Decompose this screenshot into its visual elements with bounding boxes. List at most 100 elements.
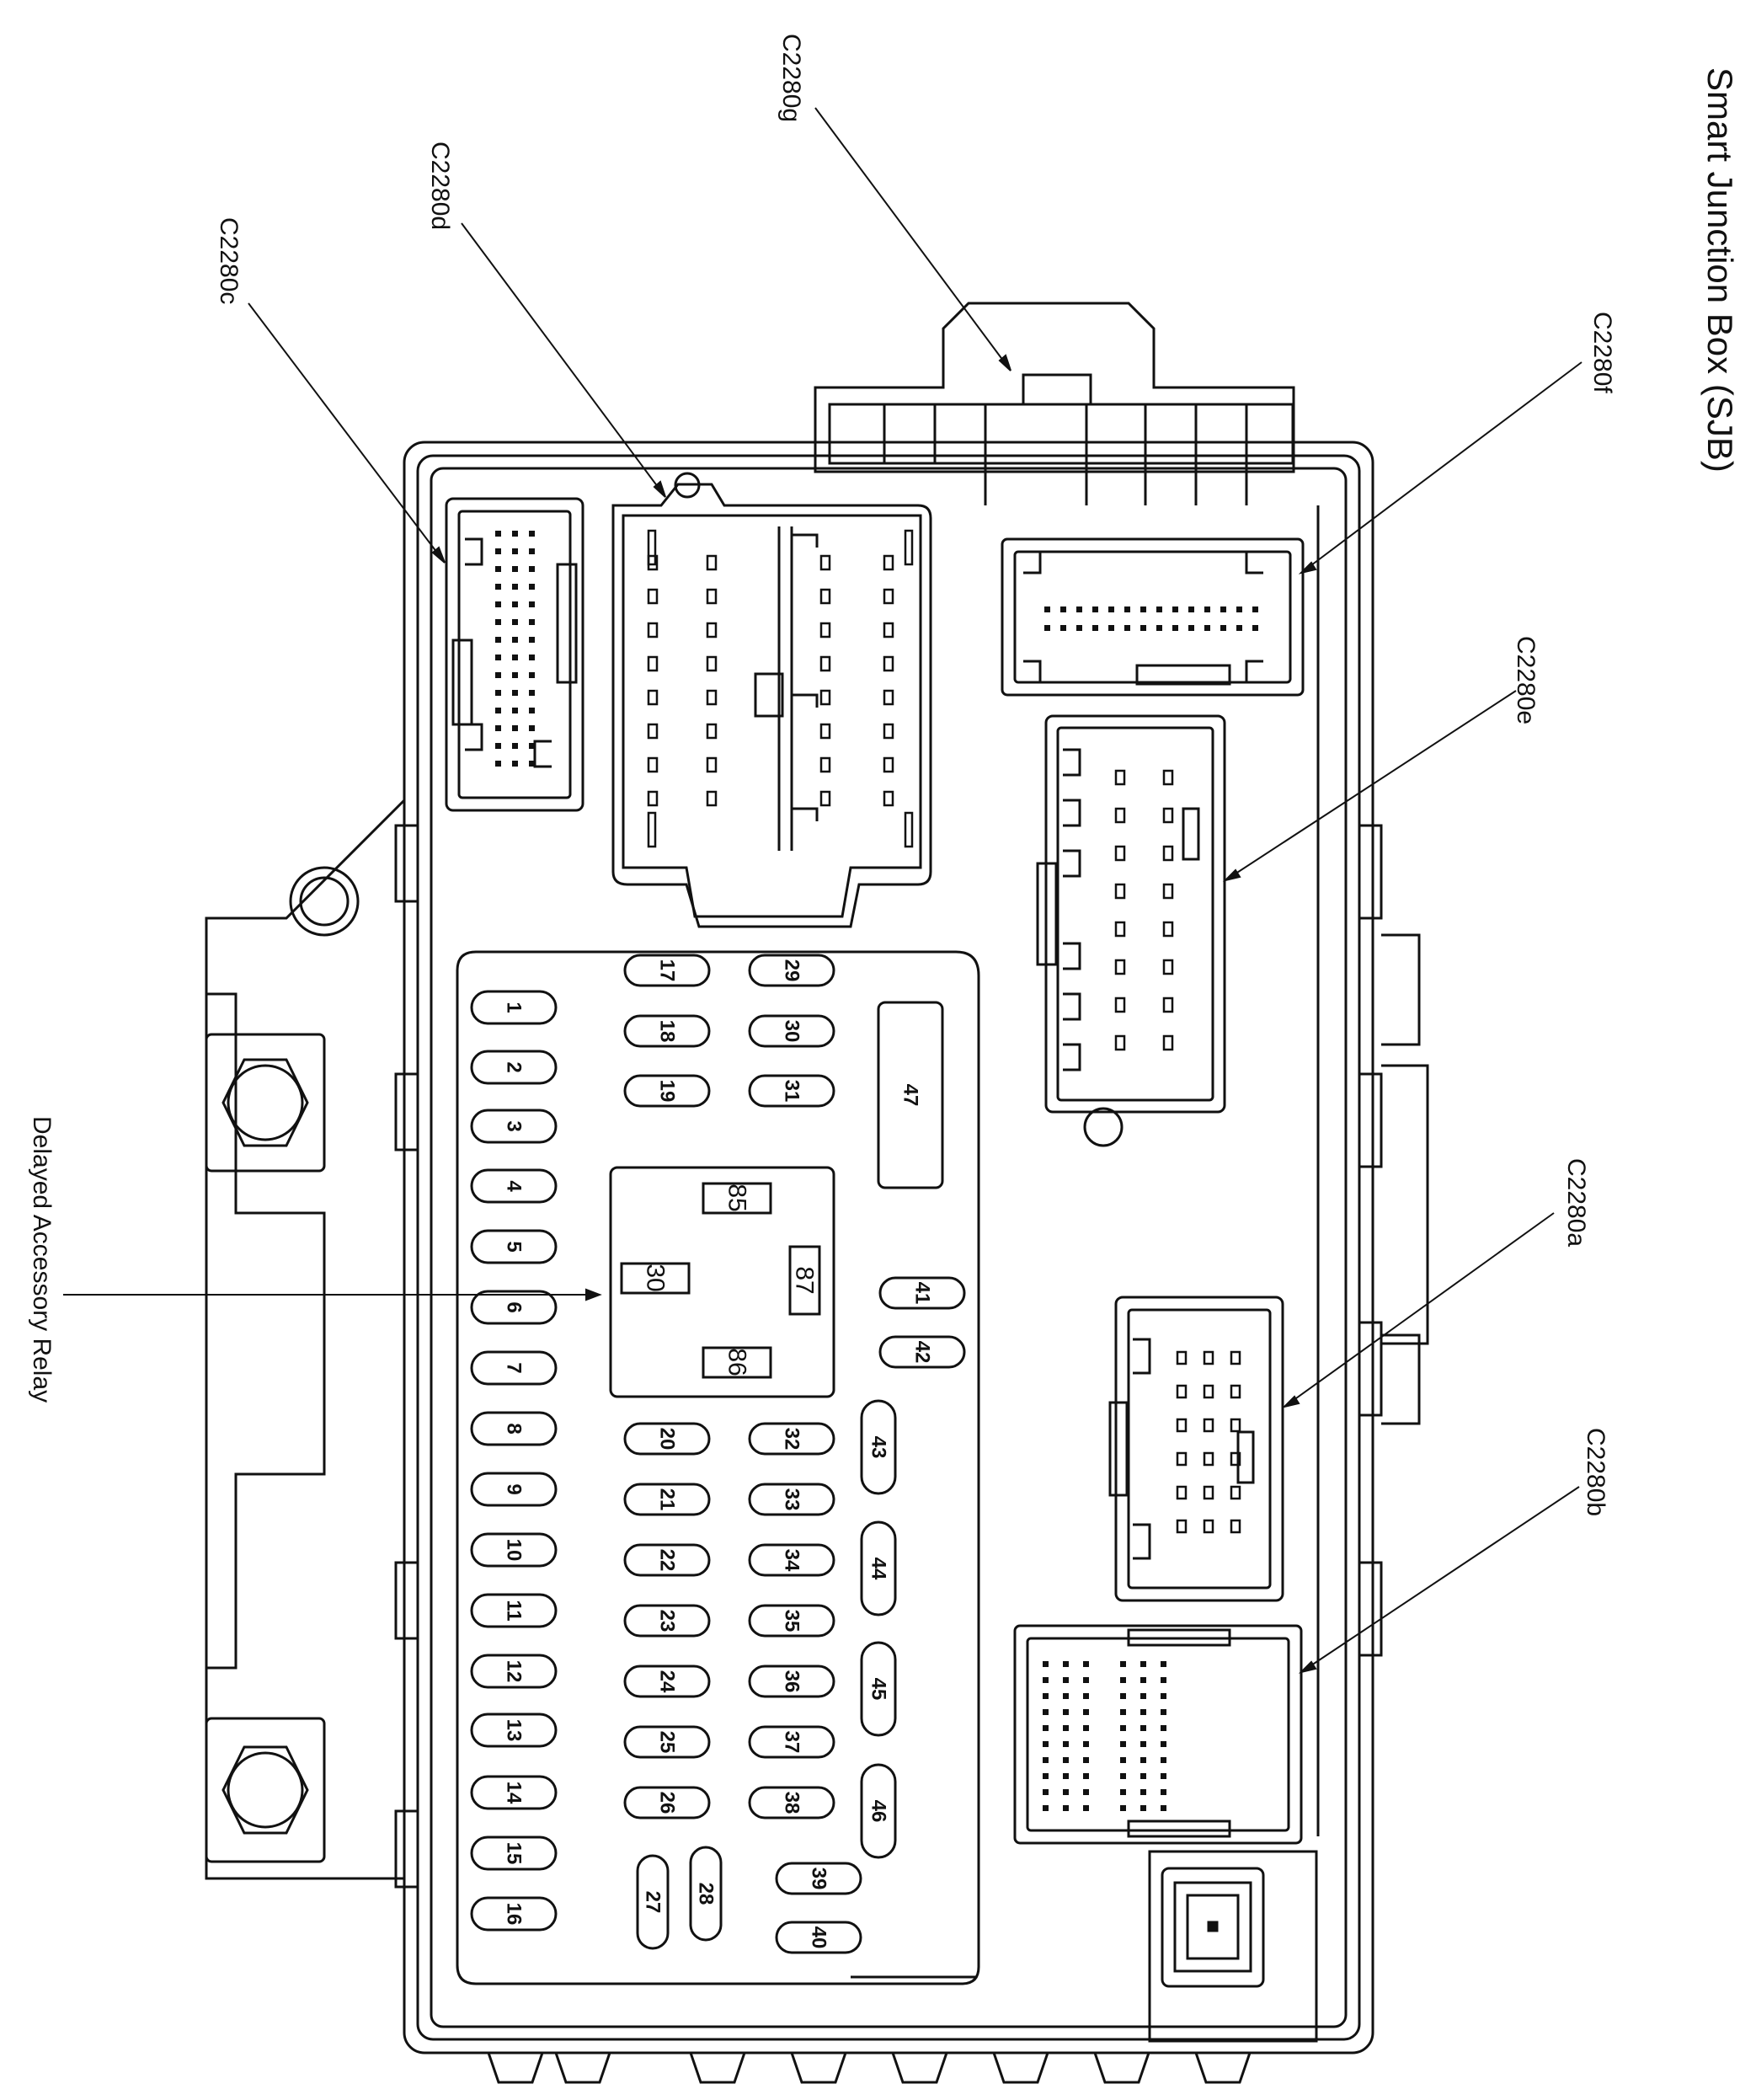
pin	[1063, 1661, 1069, 1667]
fuse-16: 16	[470, 1896, 558, 1932]
fuse-outline	[775, 1921, 862, 1954]
label-c2280e: C2280e	[1512, 636, 1540, 724]
fuse-41: 41	[878, 1276, 966, 1310]
pin	[1120, 1757, 1126, 1763]
fuse-label: 9	[503, 1483, 526, 1494]
pin	[512, 531, 518, 537]
fuse-label: 45	[867, 1678, 890, 1701]
pin	[1060, 606, 1066, 612]
fuse-33: 33	[748, 1483, 835, 1516]
pin	[1162, 921, 1174, 938]
pin	[512, 566, 518, 572]
fuse-label: 42	[911, 1341, 934, 1364]
pin	[1044, 625, 1050, 631]
pin	[495, 690, 501, 696]
connector-c2280b-pins	[1043, 1661, 1166, 1811]
pin	[1140, 1789, 1146, 1795]
pin	[1120, 1805, 1126, 1811]
fuse-35: 35	[748, 1604, 835, 1638]
pin	[1203, 1519, 1214, 1534]
fuse-label: 30	[781, 1020, 803, 1043]
pin	[1156, 625, 1162, 631]
fuse-outline	[878, 1276, 966, 1310]
fuse-15: 15	[470, 1835, 558, 1871]
pin	[883, 723, 894, 740]
pin	[819, 588, 831, 605]
pin	[1230, 1451, 1241, 1467]
connector-c2280a-pins	[1176, 1350, 1241, 1534]
pin	[495, 672, 501, 678]
pin	[1043, 1661, 1049, 1667]
fuse-outline	[877, 1001, 944, 1189]
label-delayed-accessory-relay: Delayed Accessory Relay	[28, 1116, 56, 1403]
fuse-label: 31	[781, 1080, 803, 1103]
fuse-11: 11	[470, 1593, 558, 1628]
pin	[529, 601, 535, 607]
fuse-outline	[470, 1472, 558, 1507]
pin	[1176, 1519, 1188, 1534]
fuse-20: 20	[623, 1422, 711, 1456]
fuse-32: 32	[748, 1422, 835, 1456]
pin	[529, 548, 535, 554]
pin	[647, 588, 659, 605]
pin	[1140, 625, 1146, 631]
pin	[1083, 1709, 1089, 1715]
fuse-label: 24	[656, 1670, 679, 1693]
pin	[883, 756, 894, 773]
fuse-label: 16	[503, 1903, 526, 1926]
fuse-label: 35	[781, 1610, 803, 1632]
fuse-outline	[689, 1846, 723, 1942]
fuse-27: 27	[636, 1854, 670, 1950]
fuse-outline	[878, 1335, 966, 1369]
pin	[904, 811, 914, 848]
fuse-outline	[623, 1483, 711, 1516]
pin	[883, 554, 894, 571]
pin	[529, 584, 535, 590]
pin	[647, 790, 659, 807]
pin	[495, 548, 501, 554]
fuse-outline	[470, 1290, 558, 1325]
pin	[512, 601, 518, 607]
pin	[1063, 1757, 1069, 1763]
pin	[883, 790, 894, 807]
pin	[1236, 606, 1242, 612]
pin	[1120, 1661, 1126, 1667]
pin	[1236, 625, 1242, 631]
connector-c2280d-pins	[647, 529, 914, 848]
connector-c2280c-pins	[495, 531, 535, 767]
pin	[1140, 1773, 1146, 1779]
pin	[1083, 1741, 1089, 1747]
fuse-label: 38	[781, 1792, 803, 1814]
pin	[1188, 606, 1194, 612]
pin	[1043, 1693, 1049, 1699]
pin	[512, 655, 518, 660]
pin	[1188, 625, 1194, 631]
fuse-outline	[470, 1350, 558, 1386]
pin	[1230, 1384, 1241, 1399]
fuse-30: 30	[748, 1014, 835, 1048]
bolt-bottom	[205, 1717, 326, 1863]
fuse-43: 43	[860, 1399, 897, 1495]
pin	[1120, 1677, 1126, 1683]
fuse-24: 24	[623, 1665, 711, 1698]
fuse-14: 14	[470, 1775, 558, 1810]
fuse-label: 46	[867, 1800, 890, 1823]
fuse-label: 12	[503, 1660, 526, 1683]
diagram-title: Smart Junction Box (SJB)	[1700, 67, 1740, 473]
pin	[1043, 1725, 1049, 1731]
pin	[1043, 1757, 1049, 1763]
pin	[495, 708, 501, 713]
pin	[495, 601, 501, 607]
pin	[529, 655, 535, 660]
pin	[495, 619, 501, 625]
pin	[647, 689, 659, 706]
fuse-10: 10	[470, 1532, 558, 1568]
pin	[1220, 606, 1226, 612]
pin	[1124, 606, 1130, 612]
fuse-38: 38	[748, 1786, 835, 1819]
pin	[495, 761, 501, 767]
fuse-outline	[623, 1014, 711, 1048]
fuse-outline	[470, 1593, 558, 1628]
pin	[512, 672, 518, 678]
fuse-outline	[860, 1520, 897, 1616]
